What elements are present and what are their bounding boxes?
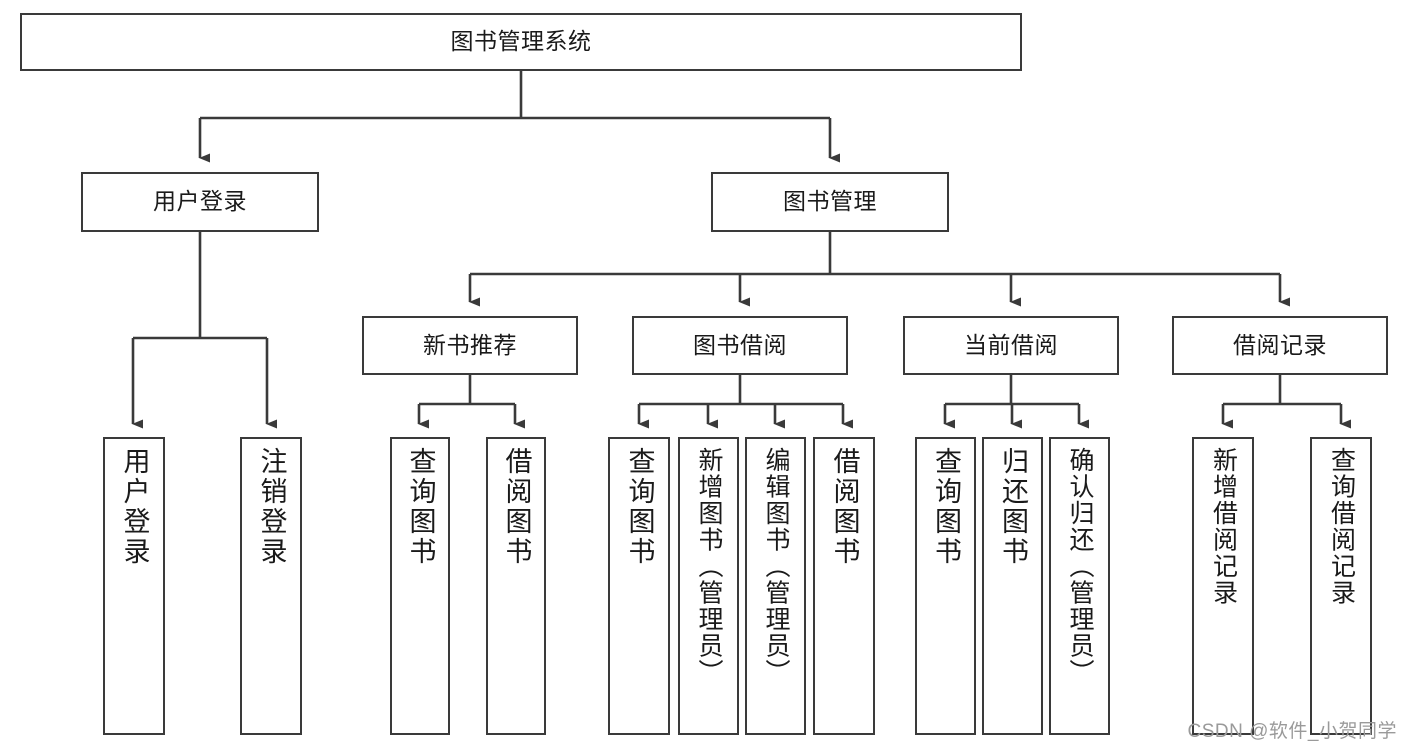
node-leaf-confirm-return-label: 确认归还（管理员） bbox=[1066, 447, 1094, 686]
node-leaf-user-logout-label: 注销登录 bbox=[256, 447, 287, 567]
node-leaf-borrow-book-1[interactable]: 借阅图书 bbox=[486, 437, 546, 735]
node-leaf-borrow-book-2-label: 借阅图书 bbox=[829, 447, 860, 567]
node-user-login-label: 用户登录 bbox=[153, 188, 247, 215]
node-leaf-query-record[interactable]: 查询借阅记录 bbox=[1310, 437, 1372, 735]
node-leaf-query-book-2[interactable]: 查询图书 bbox=[608, 437, 670, 735]
csdn-watermark: CSDN @软件_小贺同学 bbox=[1187, 721, 1397, 742]
node-leaf-confirm-return[interactable]: 确认归还（管理员） bbox=[1049, 437, 1110, 735]
node-leaf-user-login[interactable]: 用户登录 bbox=[103, 437, 165, 735]
node-leaf-query-record-label: 查询借阅记录 bbox=[1327, 447, 1356, 606]
node-leaf-add-book-label: 新增图书（管理员） bbox=[695, 447, 723, 686]
node-leaf-add-record[interactable]: 新增借阅记录 bbox=[1192, 437, 1254, 735]
node-borrow-record[interactable]: 借阅记录 bbox=[1172, 316, 1388, 375]
node-leaf-query-book-1-label: 查询图书 bbox=[405, 447, 436, 567]
node-leaf-user-logout[interactable]: 注销登录 bbox=[240, 437, 302, 735]
node-current-borrow-label: 当前借阅 bbox=[964, 331, 1058, 358]
node-leaf-edit-book[interactable]: 编辑图书（管理员） bbox=[745, 437, 806, 735]
node-book-manage[interactable]: 图书管理 bbox=[711, 172, 949, 232]
node-leaf-add-book[interactable]: 新增图书（管理员） bbox=[678, 437, 739, 735]
node-root-label: 图书管理系统 bbox=[450, 28, 592, 55]
node-root[interactable]: 图书管理系统 bbox=[20, 13, 1022, 71]
node-book-borrow[interactable]: 图书借阅 bbox=[632, 316, 848, 375]
node-leaf-query-book-2-label: 查询图书 bbox=[624, 447, 655, 567]
node-new-book-recommend[interactable]: 新书推荐 bbox=[362, 316, 578, 375]
node-leaf-borrow-book-2[interactable]: 借阅图书 bbox=[813, 437, 875, 735]
node-leaf-add-record-label: 新增借阅记录 bbox=[1209, 447, 1238, 606]
node-leaf-edit-book-label: 编辑图书（管理员） bbox=[762, 447, 790, 686]
node-leaf-user-login-label: 用户登录 bbox=[119, 447, 150, 567]
node-current-borrow[interactable]: 当前借阅 bbox=[903, 316, 1119, 375]
node-leaf-query-book-1[interactable]: 查询图书 bbox=[390, 437, 450, 735]
node-leaf-query-book-3[interactable]: 查询图书 bbox=[915, 437, 976, 735]
node-user-login[interactable]: 用户登录 bbox=[81, 172, 319, 232]
node-new-book-recommend-label: 新书推荐 bbox=[423, 331, 517, 358]
node-leaf-return-book[interactable]: 归还图书 bbox=[982, 437, 1043, 735]
node-leaf-return-book-label: 归还图书 bbox=[998, 447, 1028, 567]
node-leaf-query-book-3-label: 查询图书 bbox=[931, 447, 961, 567]
node-book-manage-label: 图书管理 bbox=[783, 188, 877, 215]
node-leaf-borrow-book-1-label: 借阅图书 bbox=[501, 447, 532, 567]
node-borrow-record-label: 借阅记录 bbox=[1233, 331, 1327, 358]
node-book-borrow-label: 图书借阅 bbox=[693, 331, 787, 358]
